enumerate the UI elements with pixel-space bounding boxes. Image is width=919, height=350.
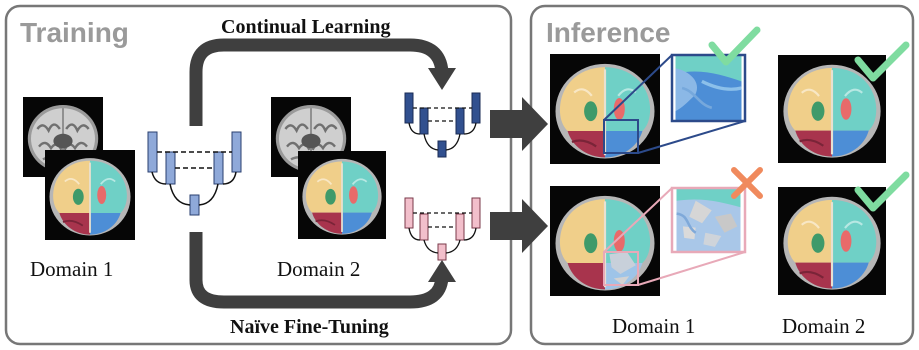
unet-continual-icon [404, 92, 481, 158]
check-icon [854, 171, 910, 212]
naive-finetuning-label: Naïve Fine-Tuning [230, 316, 389, 338]
training-domain1-label: Domain 1 [30, 257, 113, 281]
naive-finetuning-arrow [189, 232, 449, 309]
inference-domain2-label: Domain 2 [782, 314, 865, 338]
training-panel [4, 4, 513, 346]
to-inference-upper-arrow [490, 97, 548, 151]
check-icon [854, 41, 910, 82]
zoom-region-bad [603, 251, 639, 286]
zoom-patch-bad [675, 188, 742, 252]
continual-learning-arrow [189, 38, 449, 126]
inference-domain1-label: Domain 1 [612, 314, 695, 338]
naive-arrowhead-icon [428, 260, 456, 282]
unet-base-icon [147, 131, 242, 216]
unet-finetuned-icon [404, 197, 481, 261]
domain1-segmentation-image [45, 150, 135, 240]
domain2-segmentation-image [298, 150, 386, 240]
check-icon [708, 26, 761, 66]
training-title: Training [20, 17, 129, 48]
to-inference-lower-arrow [490, 199, 548, 253]
zoom-region-good [603, 119, 639, 154]
zoom-patch-good [673, 55, 744, 121]
continual-arrowhead-icon [428, 68, 456, 90]
training-domain2-label: Domain 2 [277, 257, 360, 281]
cross-icon [731, 167, 763, 199]
continual-learning-label: Continual Learning [221, 16, 390, 38]
inference-title: Inference [546, 17, 671, 48]
